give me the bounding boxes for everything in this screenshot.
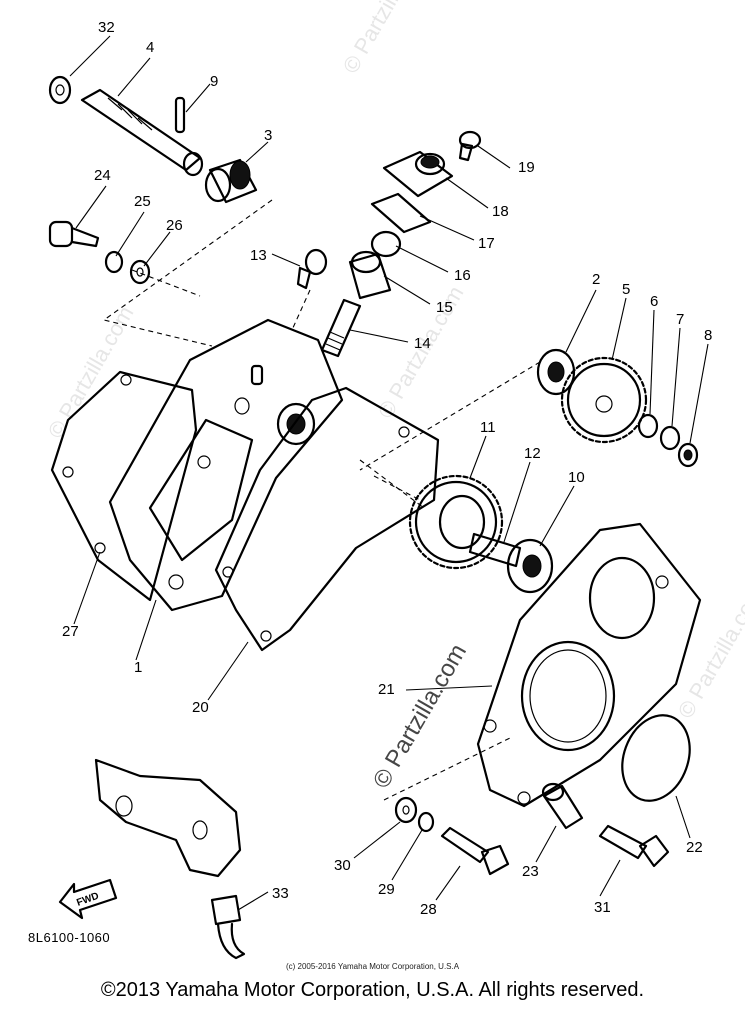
driven-gear-14 xyxy=(320,298,362,358)
sprocket-5 xyxy=(560,356,648,444)
callout-3: 3 xyxy=(264,127,272,144)
case-1 xyxy=(108,318,344,612)
bearing-10 xyxy=(506,538,554,594)
callout-5: 5 xyxy=(622,281,630,298)
callout-8: 8 xyxy=(704,327,712,344)
watermark: © Partzilla.com xyxy=(338,0,434,78)
gasket-20-hole xyxy=(260,630,272,642)
callout-15: 15 xyxy=(436,299,453,316)
callout-7: 7 xyxy=(676,311,684,328)
callout-33: 33 xyxy=(272,885,289,902)
watermark: © Partzilla.com xyxy=(673,582,745,723)
o-ring-22 xyxy=(621,714,691,802)
gasket-27-hole xyxy=(120,374,132,386)
washer-32 xyxy=(48,75,72,105)
callout-10: 10 xyxy=(568,469,585,486)
shaft-4 xyxy=(80,88,204,177)
callout-32: 32 xyxy=(98,19,115,36)
screw-19 xyxy=(458,130,482,162)
callout-29: 29 xyxy=(378,881,395,898)
washer-6 xyxy=(637,413,659,439)
callout-20: 20 xyxy=(192,699,209,716)
bushing-15 xyxy=(348,250,392,300)
screw-13 xyxy=(296,248,328,290)
gasket-20 xyxy=(214,386,440,652)
bolt-24 xyxy=(48,220,100,248)
callout-25: 25 xyxy=(134,193,151,210)
seal-16 xyxy=(370,230,402,258)
callouts: 32 4 9 3 19 18 17 16 15 14 13 24 25 26 2… xyxy=(62,19,712,918)
lockwasher-29 xyxy=(417,811,435,833)
callout-19: 19 xyxy=(518,159,535,176)
callout-24: 24 xyxy=(94,167,111,184)
callout-22: 22 xyxy=(686,839,703,856)
housing-cap-18 xyxy=(382,150,454,198)
nut-8 xyxy=(677,442,699,468)
pin-9 xyxy=(174,96,186,134)
bolt-31 xyxy=(598,824,670,868)
lockwasher-25 xyxy=(104,250,124,274)
diagram-code: 8L6100-1060 xyxy=(28,930,111,945)
callout-4: 4 xyxy=(146,39,154,56)
callout-13: 13 xyxy=(250,247,267,264)
gasket-27-hole xyxy=(62,466,74,478)
gasket-20-hole xyxy=(398,426,410,438)
bolt-28 xyxy=(440,826,510,876)
callout-9: 9 xyxy=(210,73,218,90)
collar-3 xyxy=(204,158,258,204)
leader-lines xyxy=(69,35,709,911)
small-copyright: (c) 2005-2016 Yamaha Motor Corporation, … xyxy=(285,962,460,971)
callout-23: 23 xyxy=(522,863,539,880)
callout-14: 14 xyxy=(414,335,431,352)
callout-1: 1 xyxy=(134,659,142,676)
callout-17: 17 xyxy=(478,235,495,252)
callout-18: 18 xyxy=(492,203,509,220)
callout-28: 28 xyxy=(420,901,437,918)
gasket-20-hole xyxy=(222,566,234,578)
callout-27: 27 xyxy=(62,623,79,640)
watermark-center: © Partzilla.com xyxy=(368,639,472,793)
gasket-17 xyxy=(370,192,432,234)
dowel-23 xyxy=(541,782,584,830)
gasket-27 xyxy=(50,370,198,602)
callout-31: 31 xyxy=(594,899,611,916)
alignment-lines xyxy=(102,199,541,801)
callout-6: 6 xyxy=(650,293,658,310)
watermark: © Partzilla.com xyxy=(373,282,469,423)
shaft-12 xyxy=(468,532,522,568)
washer-26 xyxy=(129,259,151,285)
fwd-arrow-icon: FWD xyxy=(58,878,118,920)
cover-21 xyxy=(476,522,702,808)
gear-11 xyxy=(408,474,504,570)
callout-2: 2 xyxy=(592,271,600,288)
callout-12: 12 xyxy=(524,445,541,462)
copyright-notice: ©2013 Yamaha Motor Corporation, U.S.A. A… xyxy=(100,979,645,1001)
callout-26: 26 xyxy=(166,217,183,234)
gasket-27-hole xyxy=(94,542,106,554)
callout-16: 16 xyxy=(454,267,471,284)
callout-21: 21 xyxy=(378,681,395,698)
bearing-2 xyxy=(536,348,576,396)
fwd-label: FWD xyxy=(75,891,100,909)
inset-assembly xyxy=(94,758,246,960)
callout-30: 30 xyxy=(334,857,351,874)
callout-11: 11 xyxy=(480,419,496,436)
washer-30 xyxy=(394,796,418,824)
washer-7 xyxy=(659,425,681,451)
